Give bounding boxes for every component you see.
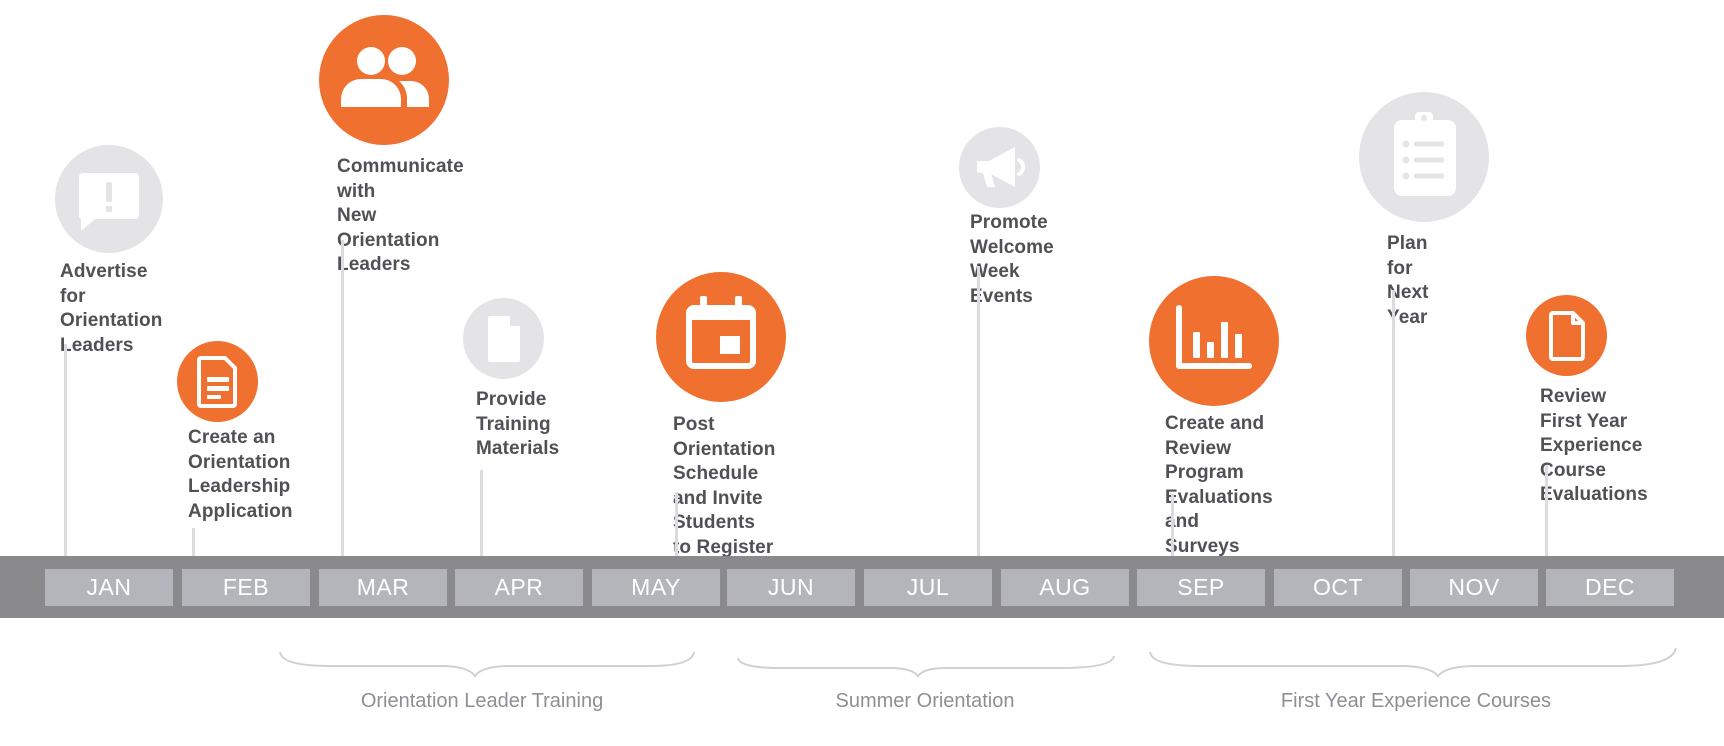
chat-alert-icon xyxy=(55,145,163,253)
month-jun: JUN xyxy=(727,569,855,606)
document-icon xyxy=(177,341,258,422)
month-sep: SEP xyxy=(1137,569,1265,606)
period-label: First Year Experience Courses xyxy=(1280,690,1552,712)
milestone-label: Promote Welcome Week Events xyxy=(970,212,1054,307)
clipboard-icon xyxy=(1359,92,1489,222)
connector-line xyxy=(192,528,195,556)
connector-line xyxy=(64,344,67,556)
milestone-label: Create an Orientation Leadership Applica… xyxy=(188,427,293,522)
month-jul: JUL xyxy=(864,569,992,606)
connector-line xyxy=(1545,465,1548,556)
connector-line xyxy=(1392,290,1395,556)
file-icon xyxy=(463,298,544,379)
bar-chart-icon xyxy=(1149,276,1279,406)
milestone-label: Advertise for Orientation Leaders xyxy=(60,261,163,356)
month-dec: DEC xyxy=(1546,569,1674,606)
month-jan: JAN xyxy=(45,569,173,606)
brace-summer-orientation xyxy=(737,655,1115,678)
period-label: Orientation Leader Training xyxy=(360,690,604,712)
milestone-label: Plan for Next Year xyxy=(1387,233,1429,328)
connector-line xyxy=(341,240,344,556)
month-may: MAY xyxy=(592,569,720,606)
month-aug: AUG xyxy=(1001,569,1129,606)
brace-first-year-experience xyxy=(1149,647,1677,678)
month-feb: FEB xyxy=(182,569,310,606)
month-mar: MAR xyxy=(319,569,447,606)
calendar-icon xyxy=(656,272,786,402)
connector-line xyxy=(480,470,483,556)
file-icon xyxy=(1526,295,1607,376)
milestone-label: Provide Training Materials xyxy=(476,389,560,459)
month-apr: APR xyxy=(455,569,583,606)
period-label: Summer Orientation xyxy=(835,690,1015,712)
milestone-label: Review First Year Experience Course Eval… xyxy=(1540,386,1648,505)
brace-orientation-leader-training xyxy=(279,651,695,678)
people-icon xyxy=(319,15,449,145)
milestone-label: Communicate with New Orientation Leaders xyxy=(337,156,464,275)
megaphone-icon xyxy=(959,127,1040,208)
connector-line xyxy=(675,492,678,556)
connector-line xyxy=(977,266,980,556)
milestone-label: Create and Review Program Evaluations an… xyxy=(1165,413,1273,557)
connector-line xyxy=(1171,494,1174,556)
month-nov: NOV xyxy=(1410,569,1538,606)
month-oct: OCT xyxy=(1274,569,1402,606)
